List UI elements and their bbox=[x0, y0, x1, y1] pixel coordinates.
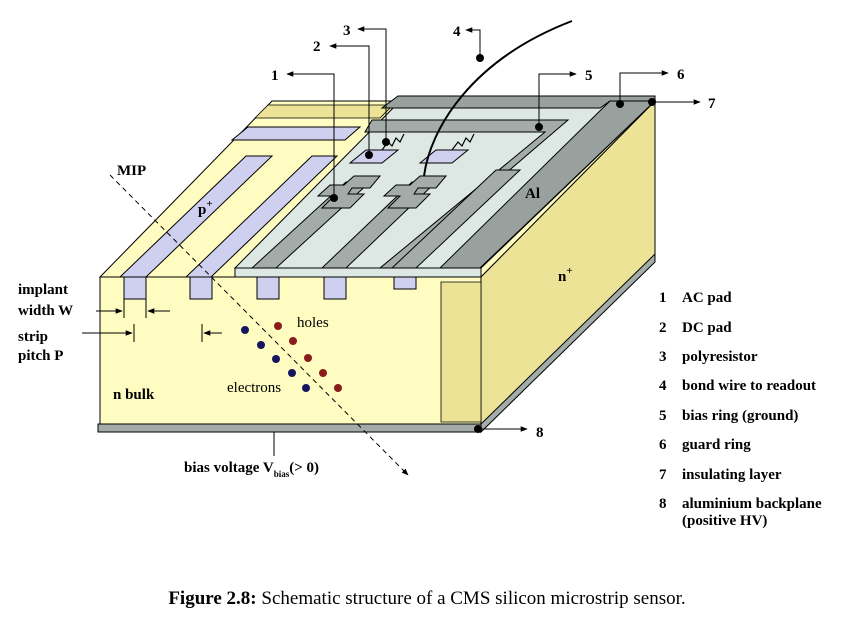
guard-ring-right bbox=[438, 100, 657, 269]
electron bbox=[272, 355, 280, 363]
implant-width-label-1: implant bbox=[18, 282, 68, 298]
legend-text-6: guard ring bbox=[682, 437, 751, 453]
legend: 1 AC pad 2 DC pad 3 polyresistor 4 bond … bbox=[659, 290, 822, 529]
callout-3: 3 bbox=[343, 23, 351, 39]
n-bulk-label: n bulk bbox=[113, 387, 155, 403]
legend-num-3: 3 bbox=[659, 349, 667, 365]
aluminium-backplane bbox=[97, 423, 482, 433]
callout-leaders bbox=[286, 26, 701, 432]
figure-caption-text: Schematic structure of a CMS silicon mic… bbox=[256, 588, 686, 609]
legend-text-2: DC pad bbox=[682, 320, 732, 336]
figure-caption-label: Figure 2.8: bbox=[168, 588, 257, 609]
implant-front-5 bbox=[393, 276, 417, 290]
electron bbox=[257, 341, 265, 349]
al-strip-3 bbox=[390, 169, 522, 269]
back-yellow-band bbox=[254, 104, 394, 119]
legend-num-1: 1 bbox=[659, 290, 667, 306]
dc-pad-1 bbox=[348, 149, 400, 164]
electron bbox=[288, 369, 296, 377]
bias-voltage-label: bias voltage Vbias(> 0) bbox=[184, 460, 319, 479]
n-bulk-front-face bbox=[99, 276, 482, 428]
bond-wire bbox=[423, 20, 573, 177]
legend-num-7: 7 bbox=[659, 467, 667, 483]
hole bbox=[319, 369, 327, 377]
implant-width-dimension bbox=[96, 299, 170, 318]
insulating-layer-front bbox=[234, 267, 482, 278]
implant-front-3 bbox=[256, 276, 280, 300]
callout-7: 7 bbox=[708, 96, 716, 112]
strip-pitch-label-1: strip bbox=[18, 329, 48, 345]
hole bbox=[274, 322, 282, 330]
legend-text-4: bond wire to readout bbox=[682, 378, 816, 394]
ac-pad-2 bbox=[382, 175, 448, 209]
legend-text-3: polyresistor bbox=[682, 349, 758, 365]
bias-ring bbox=[364, 119, 570, 269]
legend-num-8: 8 bbox=[659, 496, 667, 512]
callout-6: 6 bbox=[677, 67, 685, 83]
al-label: Al bbox=[525, 186, 540, 202]
implant-front-4 bbox=[323, 276, 347, 300]
legend-text-8: aluminium backplane bbox=[682, 496, 822, 512]
figure-caption: Figure 2.8: Schematic structure of a CMS… bbox=[0, 588, 854, 610]
callout-dots bbox=[330, 54, 656, 433]
electron bbox=[302, 384, 310, 392]
hole bbox=[289, 337, 297, 345]
legend-text-8b: (positive HV) bbox=[682, 513, 767, 529]
electrons-label: electrons bbox=[227, 380, 281, 396]
p-plus-label: p+ bbox=[198, 198, 213, 218]
n-plus-edge-region bbox=[440, 281, 482, 423]
implant-front-1 bbox=[123, 276, 147, 300]
electrons-group bbox=[241, 326, 310, 392]
holes-group bbox=[274, 322, 342, 392]
callout-1: 1 bbox=[271, 68, 279, 84]
callout-4: 4 bbox=[453, 24, 461, 40]
polyresistor-2 bbox=[451, 133, 475, 151]
legend-text-7: insulating layer bbox=[682, 467, 782, 483]
n-plus-label: n+ bbox=[558, 265, 573, 285]
legend-num-4: 4 bbox=[659, 378, 667, 394]
holes-label: holes bbox=[297, 315, 329, 331]
mip-track bbox=[109, 174, 409, 476]
callout-5: 5 bbox=[585, 68, 593, 84]
legend-num-2: 2 bbox=[659, 320, 667, 336]
dc-pad-2 bbox=[418, 149, 470, 164]
back-implant-band bbox=[230, 126, 362, 141]
electron bbox=[241, 326, 249, 334]
legend-text-5: bias ring (ground) bbox=[682, 408, 798, 424]
legend-num-5: 5 bbox=[659, 408, 667, 424]
implant-front-2 bbox=[189, 276, 213, 300]
implant-width-label-2: width W bbox=[18, 303, 73, 319]
callout-8: 8 bbox=[536, 425, 544, 441]
callout-2: 2 bbox=[313, 39, 321, 55]
strip-pitch-dimension bbox=[82, 324, 222, 342]
hole bbox=[334, 384, 342, 392]
mip-label: MIP bbox=[117, 163, 146, 179]
strip-pitch-label-2: pitch P bbox=[18, 348, 63, 364]
legend-text-1: AC pad bbox=[682, 290, 732, 306]
hole bbox=[304, 354, 312, 362]
legend-num-6: 6 bbox=[659, 437, 667, 453]
